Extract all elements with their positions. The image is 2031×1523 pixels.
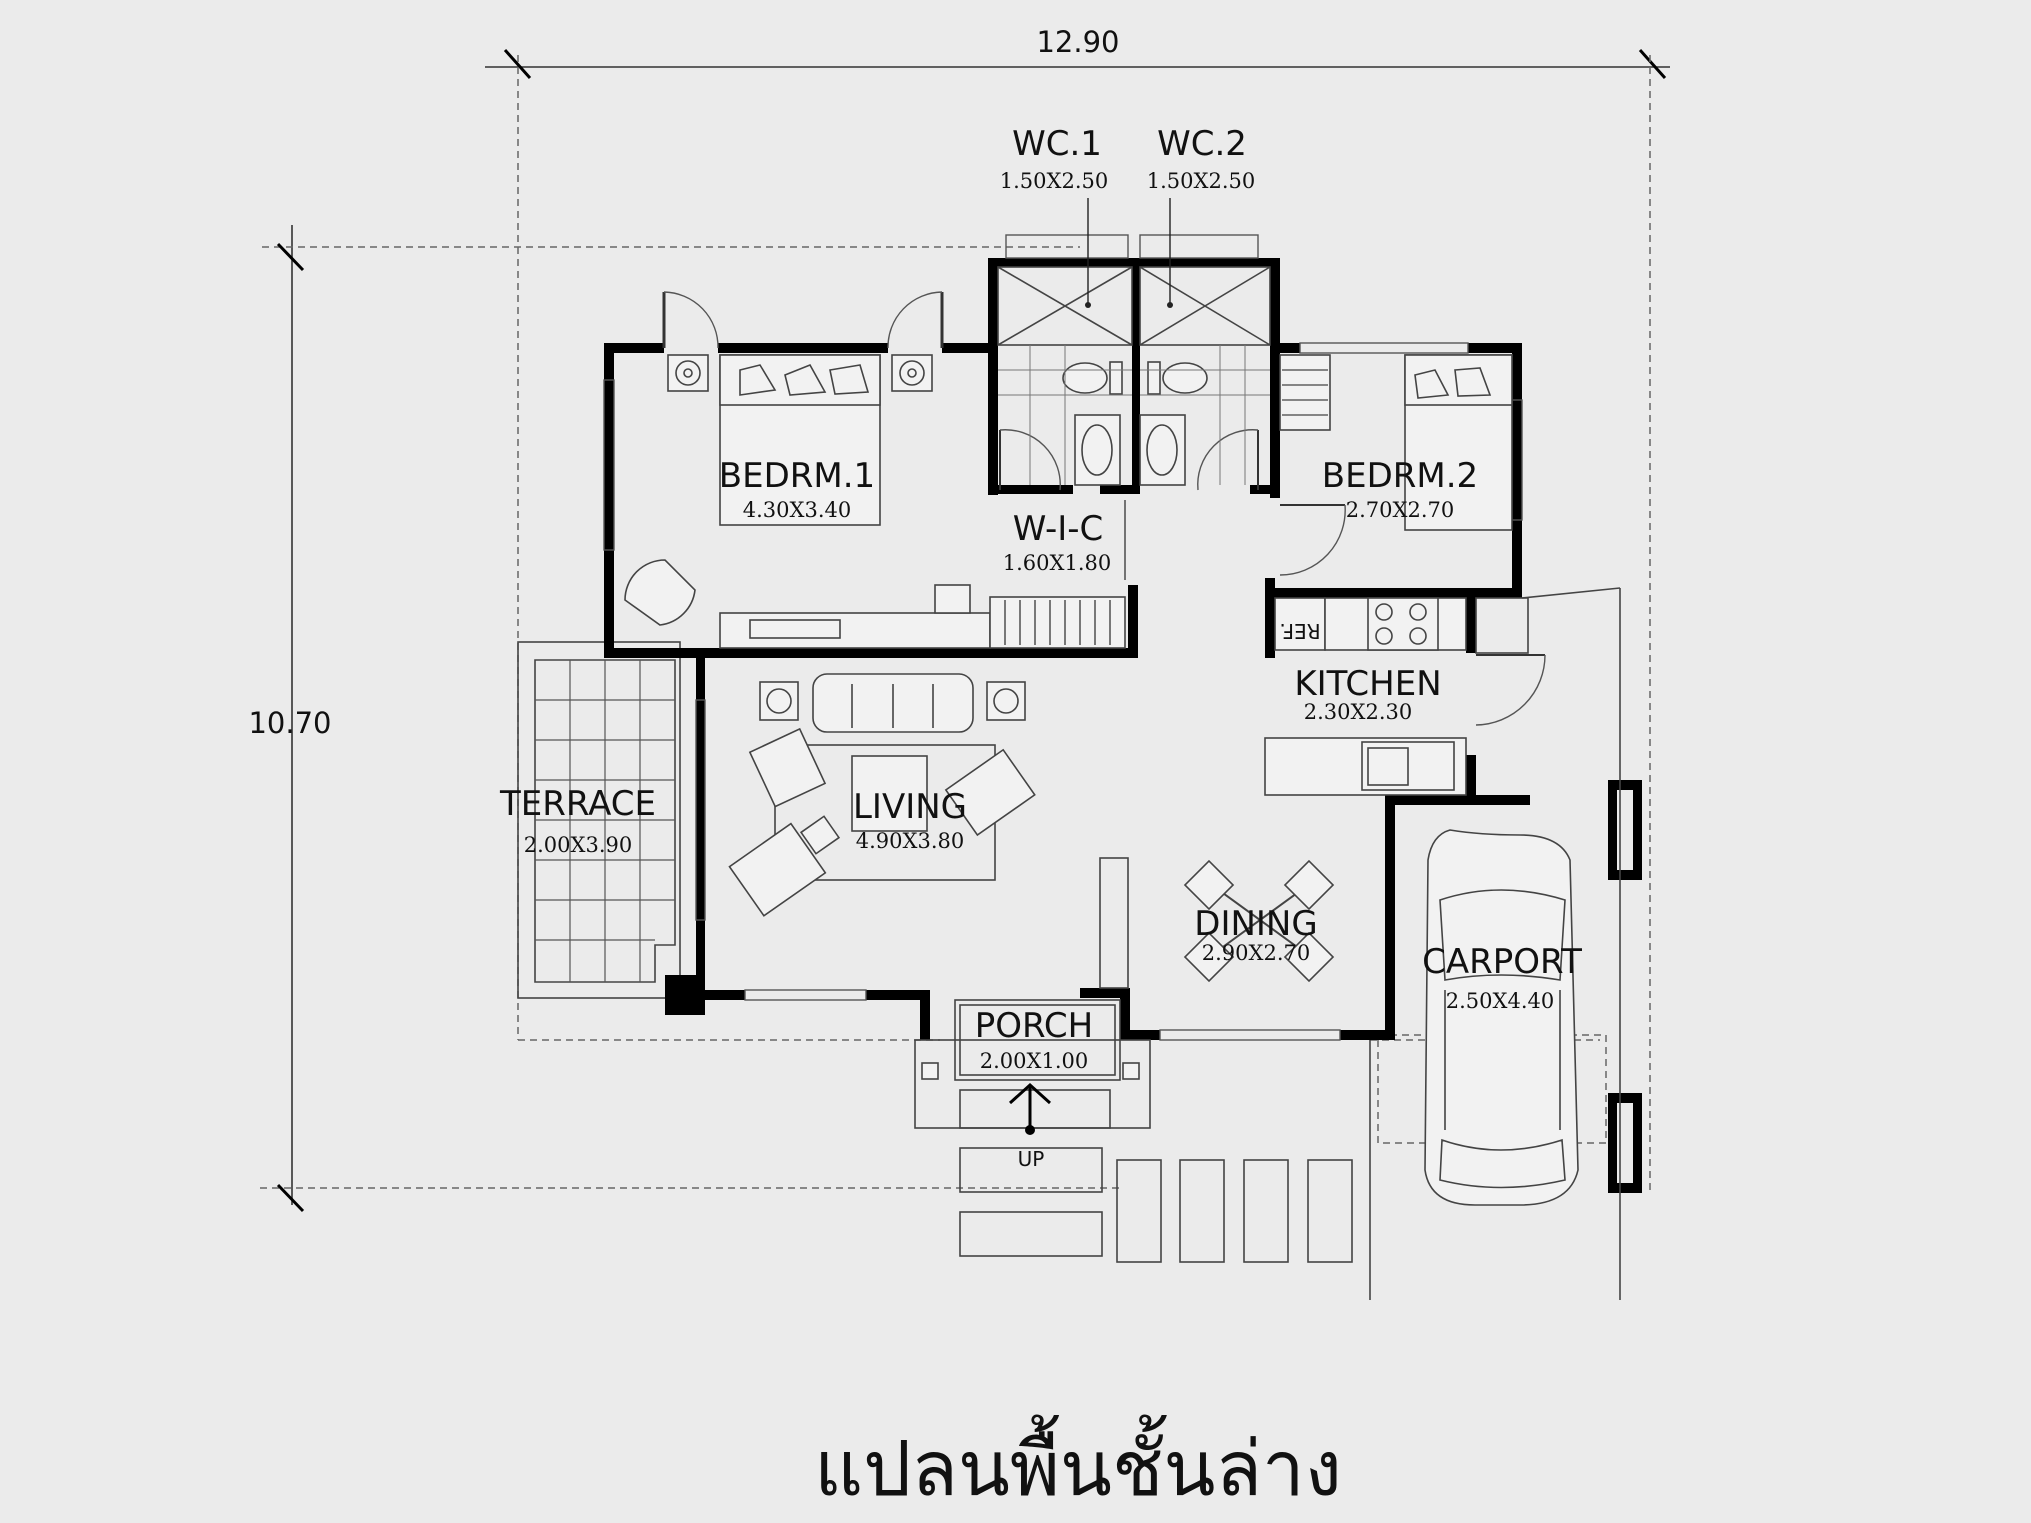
up-label: UP: [1018, 1147, 1045, 1171]
bedroom2-furniture: [1279, 354, 1513, 531]
kitchen-size: 2.30X2.30: [1304, 700, 1412, 724]
walls: [604, 258, 1642, 1193]
windows: [603, 234, 1523, 1041]
wc1-size: 1.50X2.50: [1000, 169, 1108, 193]
porch-name: PORCH: [975, 1006, 1094, 1046]
carport-car: [1369, 587, 1621, 1300]
kitchen-fixtures: REF.: [1264, 597, 1467, 796]
height-dimension: 10.70: [248, 706, 331, 740]
living-furniture: [728, 673, 1036, 917]
terrace-name: TERRACE: [499, 784, 656, 824]
kitchen-name: KITCHEN: [1294, 664, 1441, 704]
wc-fixtures: [997, 266, 1271, 486]
porch-size: 2.00X1.00: [980, 1049, 1088, 1073]
carport-size: 2.50X4.40: [1446, 989, 1554, 1013]
wic-size: 1.60X1.80: [1003, 551, 1111, 575]
refrigerator-label: REF.: [1279, 619, 1320, 643]
carport-name: CARPORT: [1422, 942, 1582, 982]
wc2-name: WC.2: [1157, 124, 1247, 164]
wic-name: W-I-C: [1013, 509, 1104, 549]
bedroom2-size: 2.70X2.70: [1346, 498, 1454, 522]
wc1-name: WC.1: [1012, 124, 1102, 164]
width-dimension: 12.90: [1036, 25, 1119, 59]
wic-shelves: [989, 596, 1126, 649]
dining-furniture: [1099, 857, 1335, 989]
bedroom1-furniture: [624, 354, 991, 649]
porch-steps: [914, 999, 1353, 1263]
dining-name: DINING: [1194, 904, 1317, 944]
bedroom1-size: 4.30X3.40: [743, 498, 851, 522]
room-labels: WC.1 1.50X2.50 WC.2 1.50X2.50 BEDRM.1 4.…: [499, 124, 1582, 1171]
drawing-title: แปลนพื้นชั้นล่าง: [814, 1414, 1342, 1513]
wc2-size: 1.50X2.50: [1147, 169, 1255, 193]
dining-size: 2.90X2.70: [1202, 941, 1310, 965]
terrace-floor: [517, 641, 681, 999]
living-name: LIVING: [853, 787, 967, 827]
living-size: 4.90X3.80: [856, 829, 964, 853]
bedroom2-name: BEDRM.2: [1322, 456, 1478, 496]
doors: [662, 291, 1546, 726]
terrace-size: 2.00X3.90: [524, 833, 632, 857]
bedroom1-name: BEDRM.1: [719, 456, 875, 496]
